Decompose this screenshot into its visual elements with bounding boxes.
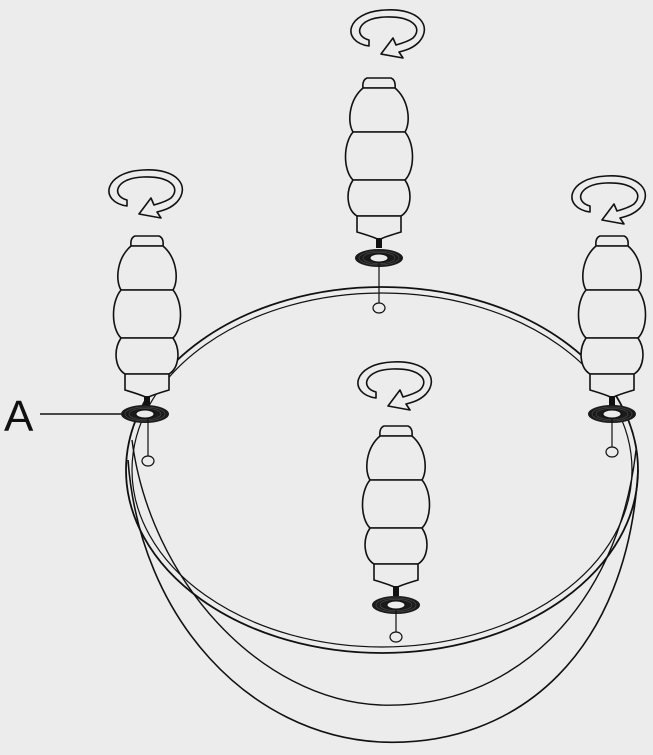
washer-left (120, 404, 170, 424)
callout-label: A (4, 392, 34, 441)
leg-top-center (344, 77, 414, 249)
callout-a: A (4, 392, 121, 441)
leg-front-center (361, 425, 431, 597)
screw-hole-top-center (372, 302, 386, 314)
rotate-clockwise-icon (357, 361, 433, 411)
leg-left (112, 235, 182, 407)
ottoman-base (125, 286, 639, 743)
screw-hole-front-center (389, 631, 403, 643)
rotate-clockwise-icon (108, 169, 184, 219)
screw-hole-left (141, 455, 155, 467)
leg-right (577, 235, 647, 407)
rotate-clockwise-icon (350, 9, 426, 59)
screw-hole-right (605, 446, 619, 458)
rotate-clockwise-icon (571, 175, 647, 225)
